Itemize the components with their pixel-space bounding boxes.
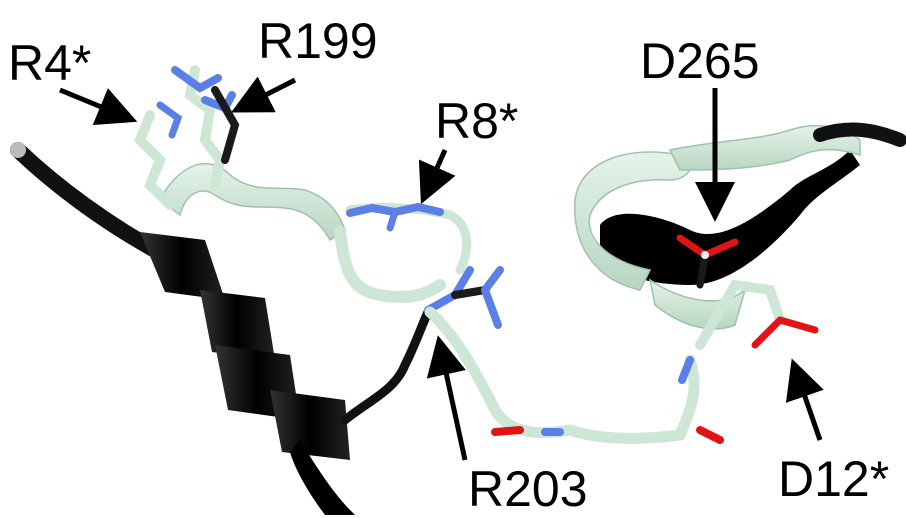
- residue-labels: R4* R199 R8* R203 D265 D12*: [8, 13, 889, 517]
- r199-side-chain: [171, 65, 240, 190]
- label-r8: R8*: [435, 93, 518, 149]
- d12-side-chain: [695, 279, 819, 350]
- r8-side-chain: [346, 202, 444, 232]
- green-backbone-lower: [424, 306, 724, 444]
- label-r199: R199: [258, 13, 378, 69]
- d265-side-chain: [676, 234, 739, 289]
- label-r203: R203: [468, 461, 588, 517]
- arrow-r203: [426, 335, 468, 461]
- arrow-r199: [231, 76, 297, 113]
- left-black-chain: [10, 142, 433, 515]
- right-helix: [574, 122, 906, 330]
- left-helix-tail: [290, 440, 355, 515]
- arrow-r4: [59, 87, 138, 126]
- left-coil-to-r203: [340, 307, 433, 425]
- green-coil-r8: [345, 203, 472, 275]
- label-r4: R4*: [8, 35, 91, 91]
- arrow-r8: [418, 148, 456, 205]
- left-helix-turn-4: [270, 390, 350, 460]
- chain-terminus: [10, 142, 26, 158]
- annotation-arrows: [59, 76, 824, 461]
- green-coil-to-r203: [334, 226, 446, 303]
- left-helix-turn-1: [140, 232, 225, 300]
- left-helix-turn-2: [200, 290, 275, 360]
- right-green-ribbon-front: [574, 151, 692, 291]
- right-black-ribbon: [600, 150, 860, 285]
- green-helix-ribbon: [159, 163, 346, 242]
- r203-side-chain: [424, 266, 504, 329]
- r4-side-chain: [134, 101, 183, 210]
- arrow-d12: [785, 358, 824, 441]
- label-d265: D265: [640, 33, 760, 89]
- label-d12: D12*: [778, 451, 889, 507]
- left-coil-tail: [10, 142, 163, 258]
- right-coil-top: [813, 122, 906, 147]
